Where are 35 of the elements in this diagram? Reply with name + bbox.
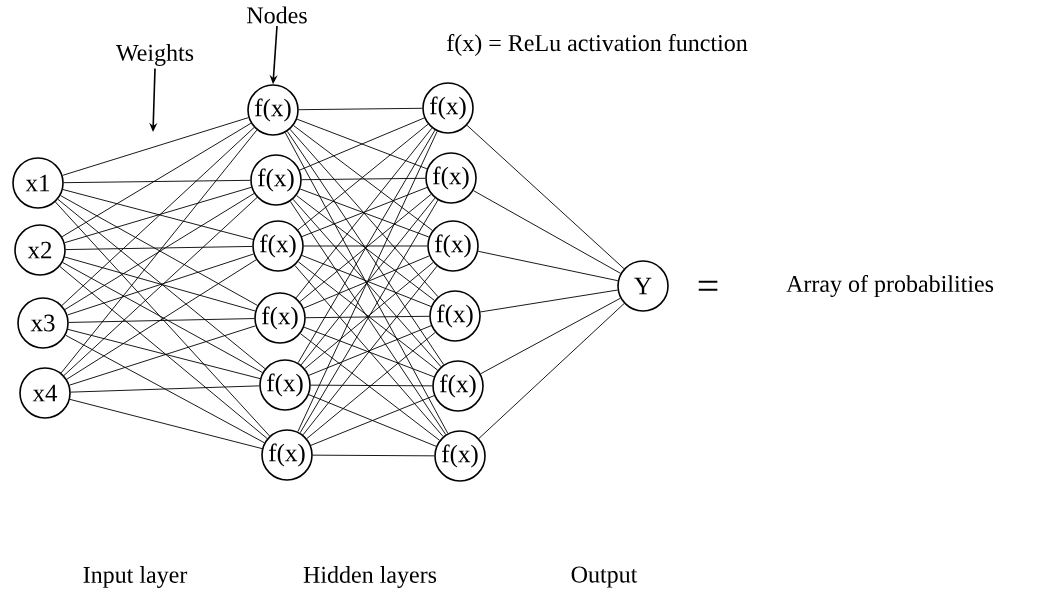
layer-label: Output	[571, 566, 638, 588]
layer-label: Input layer	[83, 566, 188, 588]
connection-line	[305, 315, 430, 319]
layer-label: Hidden layers	[303, 566, 437, 588]
connection-line	[303, 245, 428, 247]
connection-line	[473, 190, 621, 274]
connection-line	[62, 117, 249, 176]
connection-line	[65, 334, 265, 444]
connection-line	[301, 177, 426, 181]
connection-line	[466, 124, 625, 270]
connection-line	[480, 289, 618, 313]
connection-line	[61, 122, 252, 238]
connection-line	[65, 246, 253, 250]
connection-line	[477, 250, 619, 282]
connection-line	[297, 130, 438, 433]
connection-line	[480, 297, 621, 375]
connection-line	[68, 318, 255, 323]
connection-line	[284, 132, 449, 434]
connection-line	[59, 266, 268, 439]
connection-line	[69, 398, 263, 450]
connection-line	[298, 107, 423, 111]
connection-line	[312, 454, 435, 457]
annotation-text: Nodes	[247, 6, 307, 24]
connection-line	[310, 384, 433, 387]
connection-line	[63, 179, 251, 184]
connection-line	[478, 303, 625, 439]
note-text: f(x) = ReLu activation function	[447, 34, 748, 56]
output-description: Array of probabilities	[786, 274, 994, 298]
connection-line	[67, 328, 261, 380]
connection-line	[60, 129, 258, 374]
annotation-text: Weights	[116, 44, 194, 66]
connection-line	[69, 325, 256, 386]
connection-line	[70, 385, 260, 393]
connection-line	[55, 201, 271, 437]
connection-line	[61, 127, 255, 306]
